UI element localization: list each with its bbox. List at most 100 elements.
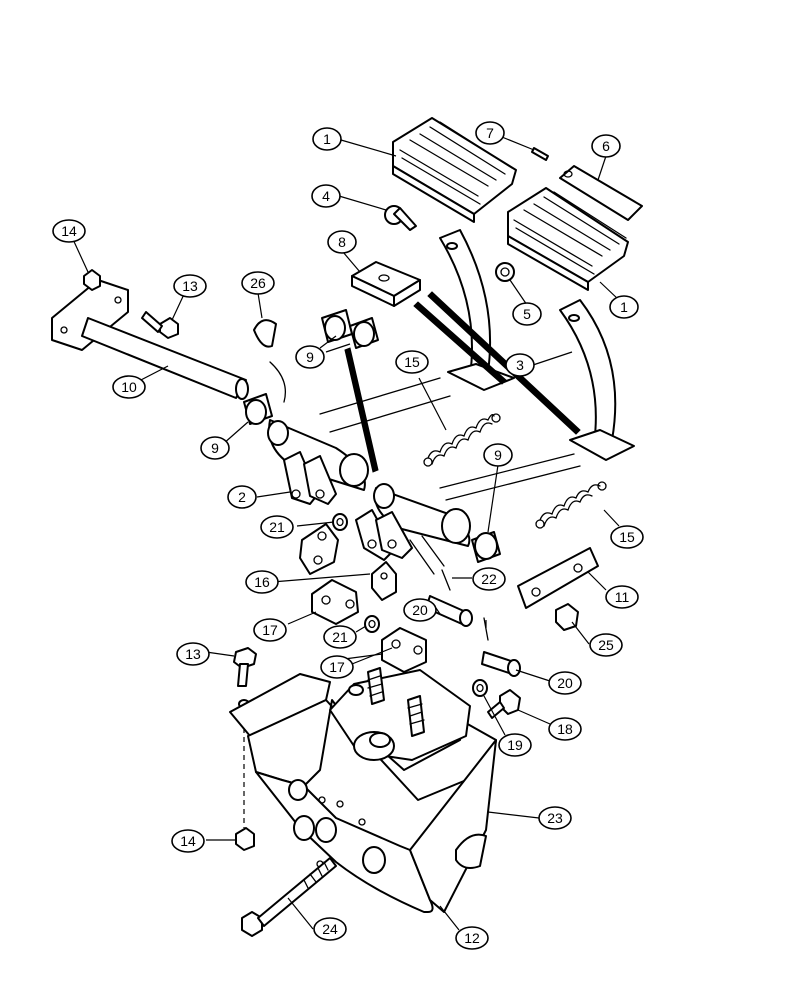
bushing-pair	[321, 309, 379, 349]
washer-part-5	[495, 262, 515, 282]
svg-text:20: 20	[412, 602, 428, 618]
mounting-bracket	[229, 673, 497, 913]
svg-text:17: 17	[262, 622, 278, 638]
pivot-housing-left	[267, 419, 369, 505]
callout-2: 2	[227, 485, 257, 509]
svg-text:14: 14	[61, 223, 77, 239]
callout-9b: 9	[295, 345, 325, 369]
latch-plate	[517, 547, 599, 609]
pedal-shaft	[51, 279, 249, 400]
washer-part-21-lower	[364, 615, 380, 633]
callout-22: 22	[472, 567, 506, 591]
svg-text:13: 13	[185, 646, 201, 662]
callout-23: 23	[538, 806, 572, 830]
svg-text:22: 22	[481, 571, 497, 587]
bolt-part-18	[487, 689, 521, 719]
return-spring-upper	[423, 413, 501, 467]
callout-1b: 1	[609, 295, 639, 319]
nut-part-14-upper	[83, 269, 101, 291]
svg-text:17: 17	[329, 659, 345, 675]
return-spring-lower	[535, 481, 607, 529]
clevis-part-17-upper	[311, 579, 359, 625]
svg-text:20: 20	[557, 675, 573, 691]
bushing-right	[471, 531, 501, 563]
callout-9c: 9	[483, 443, 513, 467]
svg-text:15: 15	[404, 354, 420, 370]
washer-part-19	[472, 679, 488, 697]
callout-1a: 1	[312, 127, 342, 151]
callout-17b: 17	[320, 655, 354, 679]
svg-text:18: 18	[557, 721, 573, 737]
svg-text:5: 5	[523, 306, 531, 322]
retaining-ring	[253, 319, 277, 348]
svg-text:9: 9	[306, 349, 314, 365]
callout-18: 18	[548, 717, 582, 741]
bolt-part-4	[384, 205, 417, 231]
bolt-part-13-upper	[141, 311, 179, 339]
svg-text:8: 8	[338, 234, 346, 250]
callout-8: 8	[327, 230, 357, 254]
link-bar-center	[344, 347, 379, 473]
svg-text:21: 21	[269, 519, 285, 535]
callout-9a: 9	[200, 436, 230, 460]
callout-3: 3	[505, 353, 535, 377]
svg-text:4: 4	[322, 188, 330, 204]
brake-valve-body	[329, 667, 487, 869]
callout-19: 19	[498, 733, 532, 757]
svg-text:23: 23	[547, 810, 563, 826]
retaining-ring-arc	[269, 361, 287, 403]
link-bar-mid	[413, 301, 507, 385]
svg-text:25: 25	[598, 637, 614, 653]
callout-13a: 13	[173, 274, 207, 298]
clevis-part-17-lower	[381, 627, 427, 673]
cross-beam-lower	[439, 453, 581, 501]
callout-14a: 14	[52, 219, 86, 243]
callout-20a: 20	[403, 598, 437, 622]
spacer-block	[351, 261, 421, 307]
svg-text:1: 1	[323, 131, 331, 147]
callout-10: 10	[112, 375, 146, 399]
pedal-arm-right	[559, 299, 635, 461]
callout-7: 7	[475, 121, 505, 145]
svg-text:19: 19	[507, 737, 523, 753]
callout-14b: 14	[171, 829, 205, 853]
callout-11: 11	[605, 585, 639, 609]
svg-text:6: 6	[602, 138, 610, 154]
link-part-16-lower	[371, 561, 397, 601]
callout-15a: 15	[395, 350, 429, 374]
washer-part-21-upper	[332, 513, 348, 531]
svg-text:26: 26	[250, 275, 266, 291]
callout-16: 16	[245, 570, 279, 594]
callout-25: 25	[589, 633, 623, 657]
svg-text:9: 9	[211, 440, 219, 456]
svg-text:15: 15	[619, 529, 635, 545]
callout-21b: 21	[323, 625, 357, 649]
bolt-part-13-lower	[233, 647, 257, 828]
callout-17a: 17	[253, 618, 287, 642]
svg-text:12: 12	[464, 930, 480, 946]
pedal-pad-upper	[392, 117, 517, 223]
rod-part-6	[559, 165, 643, 221]
long-bolt-24	[241, 857, 337, 937]
callout-13b: 13	[176, 642, 210, 666]
pin-part-20-lower	[481, 651, 521, 677]
callout-6: 6	[591, 134, 621, 158]
svg-text:16: 16	[254, 574, 270, 590]
bushing-shaft	[243, 393, 273, 425]
svg-text:21: 21	[332, 629, 348, 645]
svg-text:9: 9	[494, 447, 502, 463]
callout-20b: 20	[548, 671, 582, 695]
cotter-pin-22	[441, 569, 489, 641]
svg-text:7: 7	[486, 125, 494, 141]
nut-part-14-lower	[235, 827, 255, 851]
callout-12: 12	[455, 926, 489, 950]
svg-text:13: 13	[182, 278, 198, 294]
callout-21a: 21	[260, 515, 294, 539]
callout-5: 5	[512, 302, 542, 326]
pin-part-7	[531, 147, 549, 161]
callout-4: 4	[311, 184, 341, 208]
pedal-pad-lower	[507, 187, 629, 291]
link-part-16-upper	[299, 523, 339, 575]
